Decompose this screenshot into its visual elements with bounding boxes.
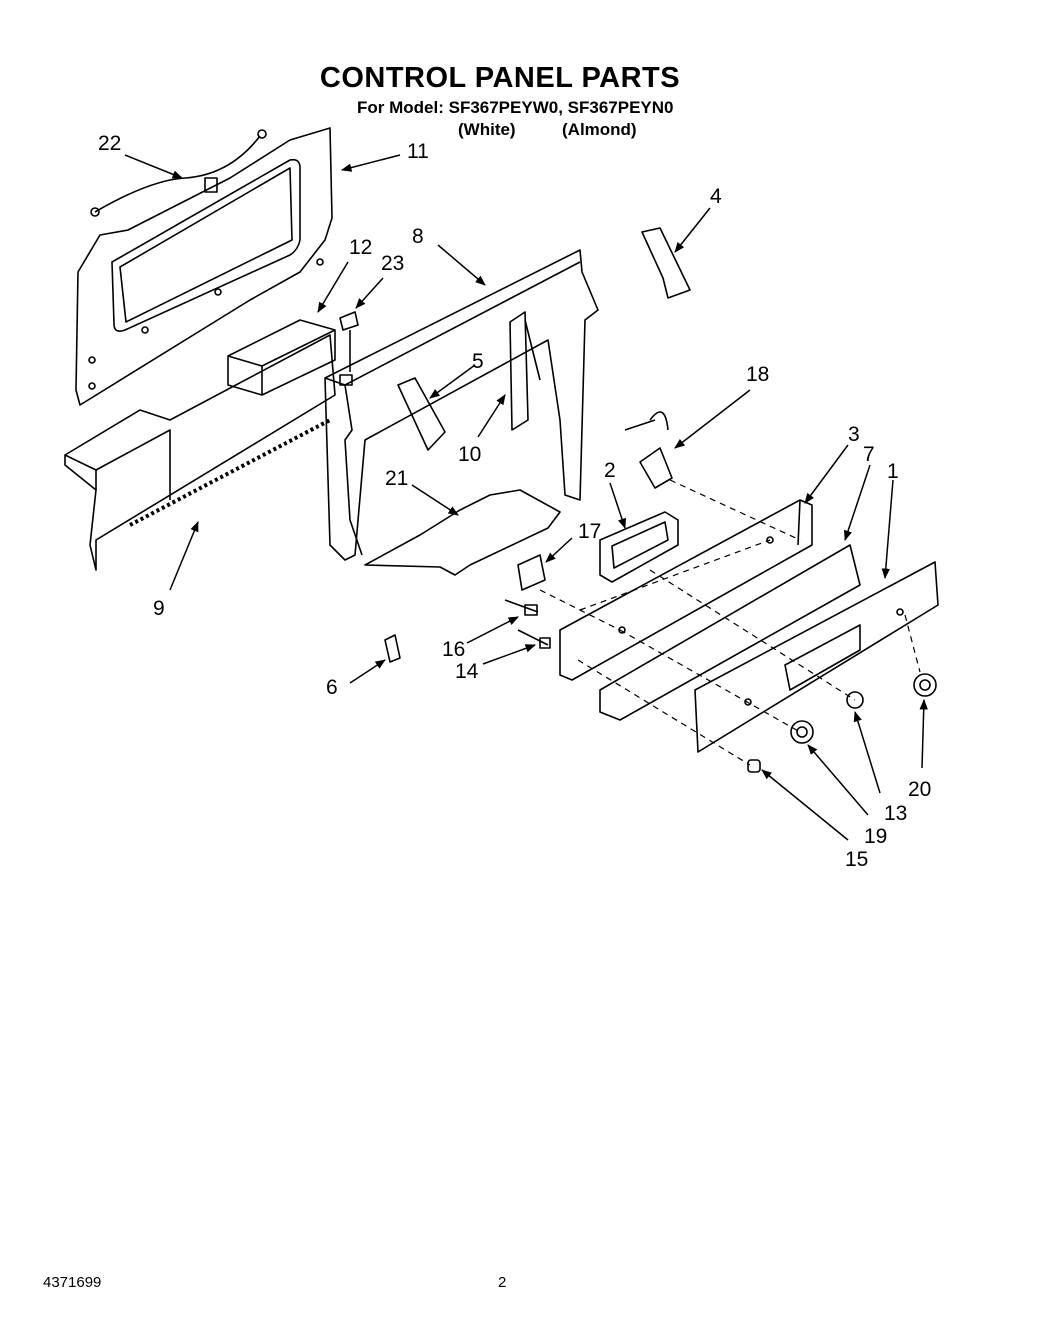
- callout-label-10: 10: [458, 443, 481, 466]
- callout-label-9: 9: [153, 597, 165, 620]
- callout-label-12: 12: [349, 236, 372, 259]
- assembly-guides: [539, 479, 921, 766]
- callout-label-4: 4: [710, 185, 722, 208]
- part-9-lower-rail: [64, 334, 336, 571]
- part-7-trim: [599, 544, 861, 721]
- part-15-button: [747, 759, 761, 773]
- page-title: CONTROL PANEL PARTS: [319, 62, 681, 94]
- part-18-switch: [624, 411, 673, 489]
- callout-label-7: 7: [863, 443, 875, 466]
- part-21-shield: [364, 489, 561, 576]
- callout-label-14: 14: [455, 660, 479, 683]
- model-subtitle: For Model: SF367PEYW0, SF367PEYN0: [357, 98, 674, 117]
- part-22-wire: [90, 129, 267, 217]
- variant-white-label: (White): [458, 120, 516, 139]
- callout-label-19: 19: [864, 825, 887, 848]
- part-12-block: [227, 319, 336, 396]
- part-11-rear-panel: [75, 127, 333, 406]
- part-3-inner-panel: [559, 499, 813, 681]
- part-20-knob: [913, 673, 937, 697]
- callout-label-6: 6: [326, 676, 338, 699]
- callout-label-13: 13: [884, 802, 907, 825]
- part-8-main-bracket: [324, 249, 599, 561]
- part-5-handle: [397, 377, 446, 451]
- part-14-lamp: [517, 629, 551, 649]
- callout-label-2: 2: [604, 459, 616, 482]
- callout-label-1: 1: [887, 460, 899, 483]
- callout-label-22: 22: [98, 132, 121, 155]
- callout-label-8: 8: [412, 225, 424, 248]
- callout-leaders: [124, 154, 928, 841]
- callout-label-23: 23: [381, 252, 404, 275]
- callout-label-20: 20: [908, 778, 931, 801]
- part-17-thermostat: [517, 554, 546, 591]
- part-1-front-panel: [694, 561, 939, 753]
- part-13-knob: [846, 691, 864, 709]
- callout-label-3: 3: [848, 423, 860, 446]
- part-4-end-cap: [641, 227, 691, 299]
- part-10-upright: [509, 311, 541, 431]
- part-6-clip: [384, 634, 401, 663]
- part-19-knob: [790, 720, 814, 744]
- document-number: 4371699: [43, 1274, 102, 1291]
- callout-label-17: 17: [578, 520, 601, 543]
- part-16-lamp: [504, 599, 539, 616]
- callout-label-15: 15: [845, 848, 868, 871]
- callout-label-11: 11: [407, 140, 429, 163]
- callout-label-16: 16: [442, 638, 465, 661]
- callout-label-5: 5: [472, 350, 484, 373]
- part-2-display: [599, 511, 679, 583]
- page-number: 2: [498, 1274, 507, 1291]
- callout-label-21: 21: [385, 467, 408, 490]
- callout-label-18: 18: [746, 363, 769, 386]
- part-23-clip: [339, 311, 359, 372]
- variant-almond-label: (Almond): [562, 120, 637, 139]
